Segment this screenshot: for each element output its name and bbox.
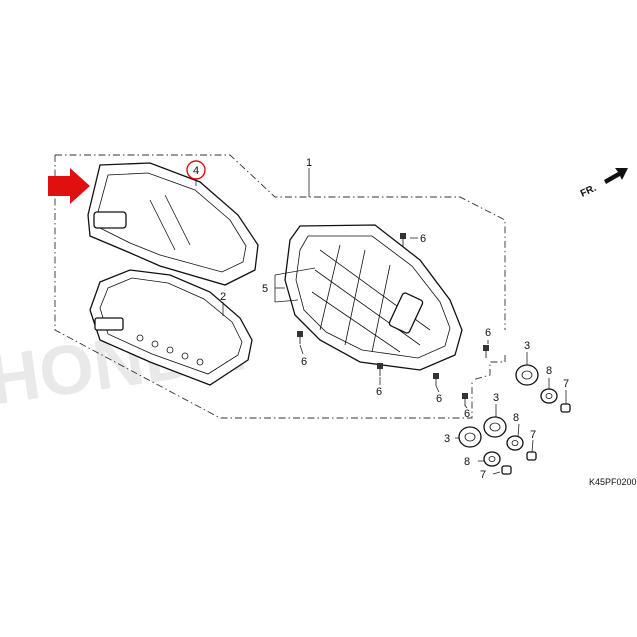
assembly-boundary [54,154,506,419]
callout-2: 2 [220,291,226,303]
callout-3c: 3 [444,433,450,445]
callout-1: 1 [306,157,312,169]
meter-assembly-part1 [284,224,463,371]
callout-6d: 6 [436,393,442,405]
callout-4: 4 [193,165,199,177]
front-label: FR. [579,183,598,200]
callout-6a: 6 [420,233,426,245]
callout-8a: 8 [546,365,552,377]
callout-8b: 8 [513,412,519,424]
part-code: K45PF0200 [589,477,637,487]
callout-3b: 3 [493,392,499,404]
lens-cover-part4 [87,162,259,286]
callout-8c: 8 [464,456,470,468]
red-arrow-right-icon [48,168,90,204]
callout-6e: 6 [464,408,470,420]
bolts-part7 [501,403,571,475]
callout-3a: 3 [524,340,530,352]
highlight-circle [186,160,206,180]
callout-5: 5 [262,283,268,295]
meter-case-part2 [89,269,253,386]
washers-part8 [483,388,558,467]
callout-7b: 7 [530,429,536,441]
callout-labels: 1 2 4 5 6 6 6 6 6 6 3 3 3 8 8 8 7 7 7 [193,157,569,481]
callout-7a: 7 [563,378,569,390]
grommets-part3 [458,364,539,448]
callout-7c: 7 [480,469,486,481]
front-direction-marker: FR. [579,168,628,200]
callout-6c: 6 [376,386,382,398]
screws-part6 [297,233,489,406]
callout-6b: 6 [301,356,307,368]
callout-6f: 6 [485,327,491,339]
